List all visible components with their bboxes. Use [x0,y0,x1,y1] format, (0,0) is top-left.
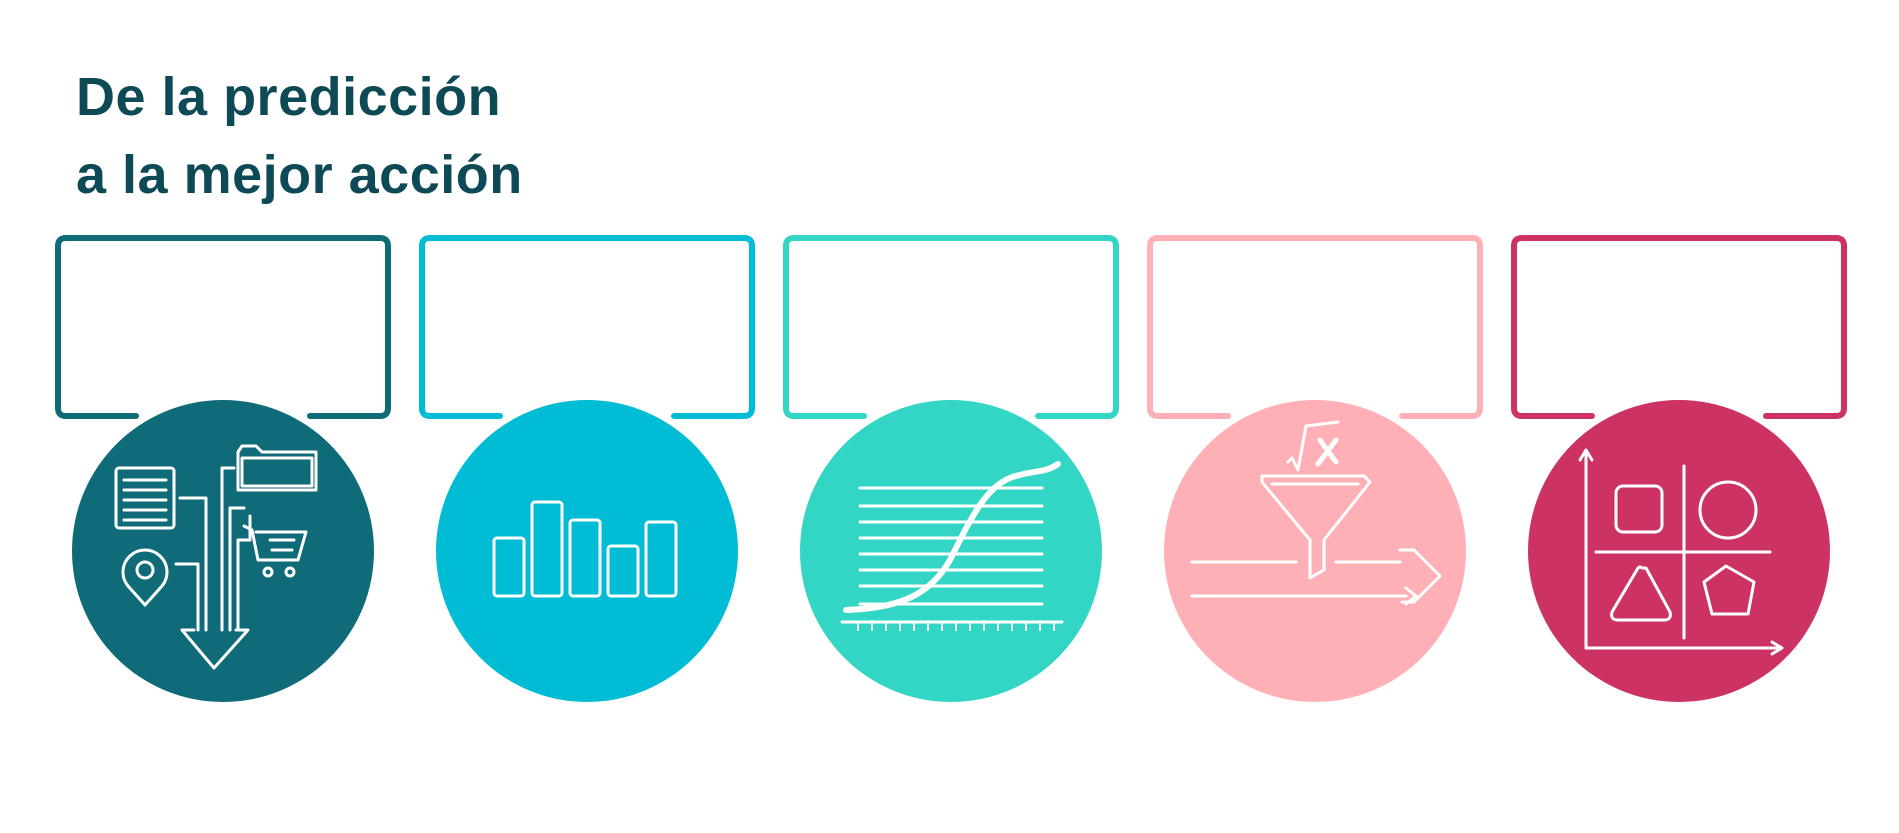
step-2-circle [436,400,738,702]
step-3-circle [800,400,1102,702]
step-1 [55,235,391,702]
bar-chart-icon [492,500,678,598]
step-3 [783,235,1119,702]
step-5-frame [1511,235,1847,419]
page-title: De la predicción a la mejor acción [76,58,523,214]
title-line-1: De la predicción [76,67,502,127]
step-4 [1147,235,1483,702]
step-4-frame [1147,235,1483,419]
step-2-frame [419,235,755,419]
step-5 [1511,235,1847,702]
step-1-frame [55,235,391,419]
data-sources-icon [114,444,318,670]
formula-funnel-icon [1190,420,1442,606]
title-line-2: a la mejor acción [76,145,523,205]
step-3-frame [783,235,1119,419]
step-4-circle [1164,400,1466,702]
shape-quadrant-icon [1578,448,1784,656]
s-curve-chart-icon [840,461,1064,631]
step-2 [419,235,755,702]
